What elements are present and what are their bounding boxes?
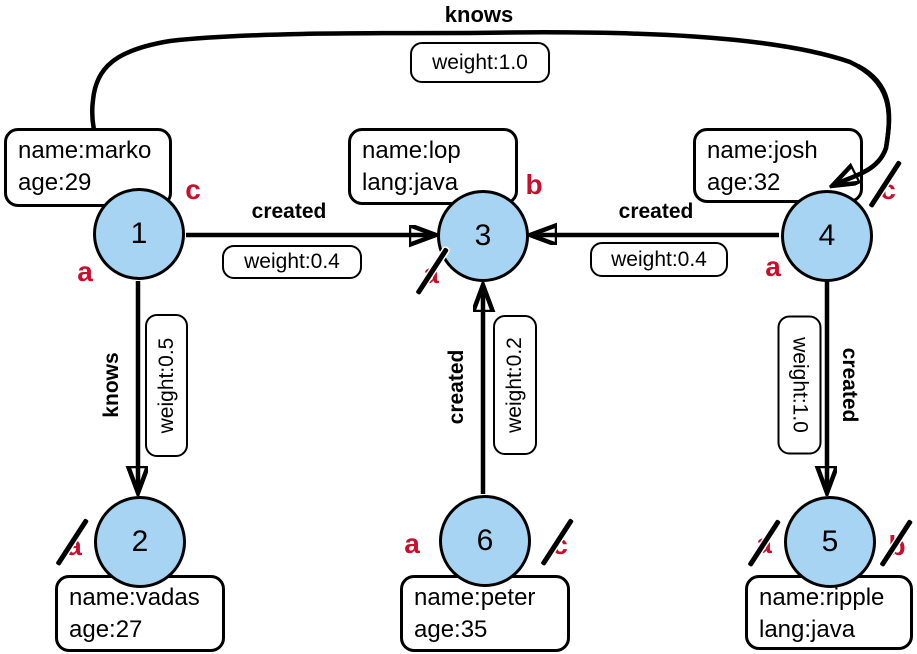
vertex-5: 5 [784,496,876,588]
step-letter-c-vertex-1: c [185,174,201,205]
vertex-4: 4 [781,190,873,282]
vertex-1: 1 [93,188,185,280]
vertex-6: 6 [439,495,531,587]
vertex-id: 5 [821,525,839,558]
property-line: age:27 [69,616,143,644]
property-line: age:32 [707,169,781,197]
step-letter-b-vertex-3: b [525,169,543,200]
step-letter-a-vertex-2: a [66,530,82,561]
property-line: age:29 [18,169,92,197]
step-letter-a-vertex-1: a [77,256,93,287]
vertex-3: 3 [437,190,529,282]
properties-box-vadas: name:vadas age:27 [55,575,225,652]
vertex-id: 6 [476,524,494,557]
weight-box-created-4-3: weight:0.4 [590,242,728,277]
vertex-id: 4 [818,219,836,252]
property-line: name:peter [414,584,536,611]
property-line: name:vadas [69,584,200,611]
vertex-id: 2 [131,525,149,558]
step-letter-a-vertex-6: a [404,528,420,559]
property-line: name:ripple [759,584,885,611]
edge-knows-1-4-tail [834,64,892,185]
property-line: name:josh [707,137,818,164]
property-line: lang:java [362,169,459,197]
weight-box-created-1-3: weight:0.4 [222,245,362,279]
property-line: name:marko [18,137,152,164]
edge-label-created-1-3: created [251,200,327,223]
properties-box-lop: name:lop lang:java [348,128,518,205]
vertex-id: 3 [474,219,492,252]
vertex-2: 2 [94,496,186,588]
property-line: age:35 [414,616,488,644]
weight-box-knows-1-4: weight:1.0 [410,42,550,83]
property-line: lang:java [759,616,856,644]
vertex-id: 1 [130,217,148,250]
edge-label-knows-1-4: knows [444,2,514,27]
step-letter-a-vertex-4: a [765,251,781,282]
edge-label-created-4-3: created [618,200,694,223]
property-line: name:lop [362,137,461,164]
